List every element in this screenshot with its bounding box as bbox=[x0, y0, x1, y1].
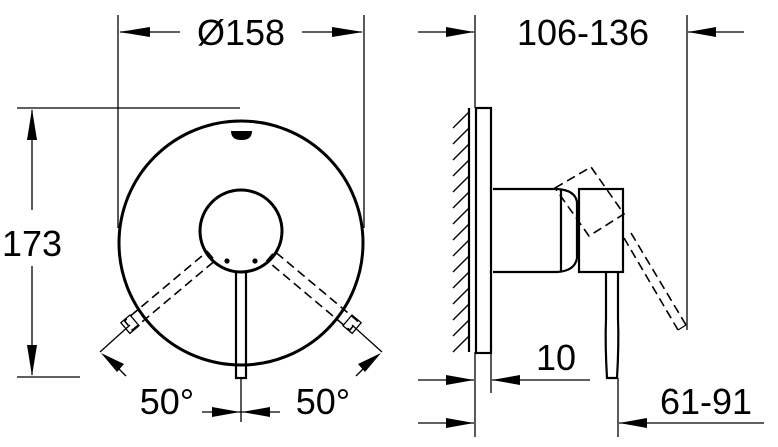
lever-offset-dimension: 61-91 bbox=[418, 378, 764, 437]
rosette-plate bbox=[474, 106, 493, 355]
angle-left-label: 50° bbox=[140, 381, 194, 422]
projection-label: 106-136 bbox=[517, 12, 649, 53]
angle-left-arrow bbox=[101, 353, 124, 372]
lever-right-ghost bbox=[265, 250, 363, 335]
angle-right-label: 50° bbox=[296, 381, 350, 422]
rosette-thickness-label: 10 bbox=[536, 337, 576, 378]
lever-ghost bbox=[553, 165, 687, 331]
angle-right-arrow bbox=[358, 353, 381, 372]
side-view: 106-136 bbox=[418, 12, 764, 437]
hub-dot-right bbox=[252, 258, 258, 264]
wall-hatch bbox=[452, 108, 471, 353]
rosette-thickness-dimension: 10 bbox=[418, 337, 590, 437]
diameter-dimension: Ø158 bbox=[117, 12, 365, 228]
lever-head bbox=[577, 187, 625, 274]
diameter-label: Ø158 bbox=[197, 12, 285, 53]
sleeve-body bbox=[493, 187, 579, 274]
lever-handle bbox=[604, 272, 620, 380]
height-label: 173 bbox=[2, 223, 62, 264]
height-dimension: 173 bbox=[2, 107, 240, 378]
projection-dimension: 106-136 bbox=[418, 12, 744, 330]
lever-left-ghost bbox=[119, 250, 217, 335]
hub-dot-left bbox=[224, 258, 230, 264]
front-view: Ø158 173 bbox=[2, 12, 383, 422]
rosette-circle bbox=[117, 119, 365, 367]
hub-circle bbox=[198, 188, 284, 274]
lever-offset-label: 61-91 bbox=[660, 381, 752, 422]
lever-center bbox=[234, 270, 248, 380]
logo-icon bbox=[231, 131, 252, 140]
